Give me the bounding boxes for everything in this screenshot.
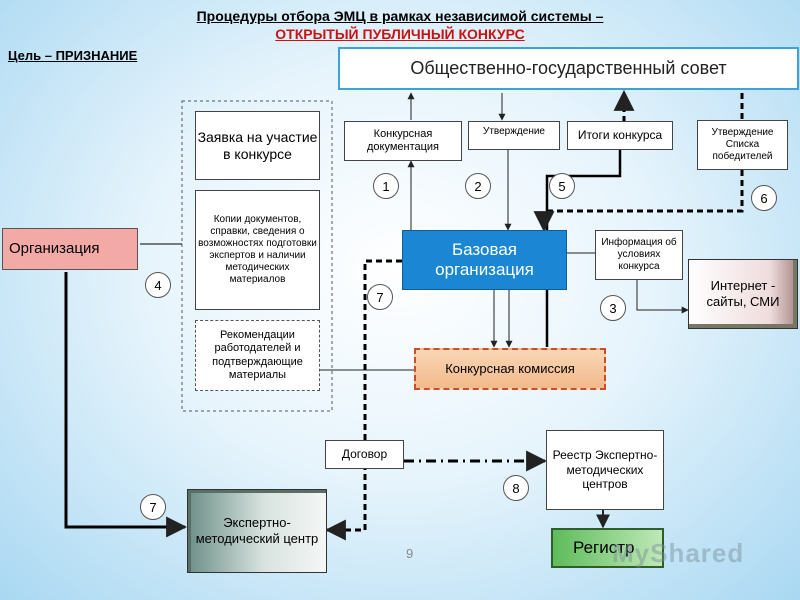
step-4-circle: 4: [145, 272, 171, 298]
arrow-info-to-internet: [636, 280, 689, 314]
arrow-base-to-center: [324, 259, 402, 541]
step-3-circle: 3: [600, 295, 626, 321]
copies-box: Копии документов, справки, сведения о во…: [195, 190, 320, 310]
approval-box: Утверждение: [468, 121, 560, 150]
recommendations-box: Рекомендации работодателей и подтверждаю…: [195, 320, 320, 391]
arrow-org-to-center: [64, 272, 188, 538]
base-organization-box: Базовая организация: [402, 230, 567, 290]
council-box: Общественно-государственный совет: [338, 47, 799, 90]
application-box: Заявка на участие в конкурсе: [195, 111, 320, 180]
info-conditions-box: Информация об условиях конкурса: [595, 230, 683, 280]
step-7-circle-bottom: 7: [140, 494, 166, 520]
organization-box: Организация: [2, 228, 138, 270]
internet-box: Интернет - сайты, СМИ: [688, 259, 798, 329]
commission-box: Конкурсная комиссия: [414, 348, 606, 390]
arrow-winners-to-base: [533, 170, 744, 233]
goal-label: Цель – ПРИЗНАНИЕ: [8, 48, 138, 63]
watermark: MyShared: [612, 538, 745, 568]
step-2-circle: 2: [465, 173, 491, 199]
documents-group-border: [181, 100, 333, 412]
title-line-1: Процедуры отбора ЭМЦ в рамках независимо…: [196, 8, 604, 24]
step-1-circle: 1: [373, 173, 399, 199]
step-5-circle: 5: [549, 173, 575, 199]
title-line-2: ОТКРЫТЫЙ ПУБЛИЧНЫЙ КОНКУРС: [275, 26, 525, 42]
step-8-circle: 8: [503, 475, 529, 501]
contest-docs-box: Конкурсная документация: [344, 121, 462, 161]
expert-center-box: Экспертно-методический центр: [187, 489, 327, 573]
results-box: Итоги конкурса: [567, 121, 673, 150]
register-box: Регистр: [551, 528, 664, 568]
contract-box: Договор: [325, 440, 404, 469]
step-6-circle: 6: [751, 185, 777, 211]
step-7-circle-top: 7: [367, 284, 393, 310]
registry-centers-box: Реестр Экспертно-методических центров: [546, 430, 664, 510]
page-number: 9: [406, 546, 414, 561]
approval-winners-box: Утверждение Списка победителей: [697, 120, 788, 170]
